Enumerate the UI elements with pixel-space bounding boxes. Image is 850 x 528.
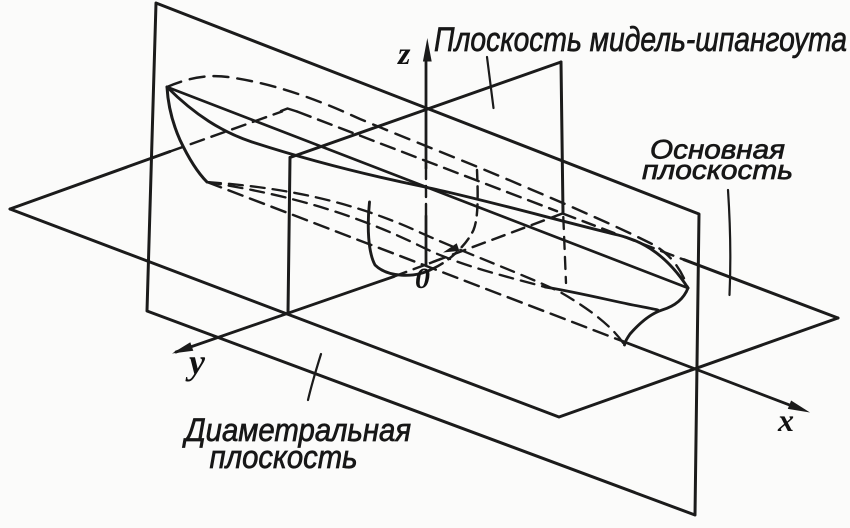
svg-text:плоскость: плоскость	[210, 439, 358, 475]
svg-text:0: 0	[415, 262, 430, 295]
svg-text:плоскость: плоскость	[642, 155, 793, 185]
svg-text:Плоскость мидель-шпангоута: Плоскость мидель-шпангоута	[434, 21, 847, 59]
svg-text:x: x	[777, 402, 794, 438]
svg-text:Диаметральная: Диаметральная	[182, 412, 411, 448]
svg-text:y: y	[185, 342, 206, 382]
svg-text:z: z	[397, 35, 411, 71]
svg-text:Основная: Основная	[650, 135, 785, 165]
